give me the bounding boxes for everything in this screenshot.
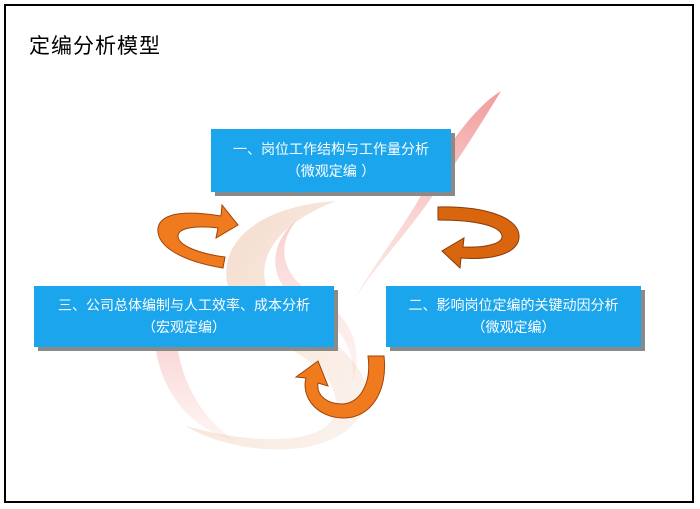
cycle-arrows bbox=[157, 203, 520, 419]
bottom-curved-arrow-icon bbox=[294, 355, 386, 419]
box-key-driver-subtitle: （微观定编） bbox=[471, 319, 556, 336]
box-key-driver-analysis: 二、影响岗位定编的关键动因分析 （微观定编） bbox=[386, 286, 641, 347]
slide-frame: 定编分析模型 一、岗位工作结构与工作量分析 （微观定编 ） 三、公司总体编制与人… bbox=[4, 4, 694, 503]
swirl-red-stroke bbox=[351, 91, 501, 306]
box-job-structure-subtitle: （微观定编 ） bbox=[286, 163, 376, 180]
page-title: 定编分析模型 bbox=[29, 34, 161, 58]
right-curved-arrow-icon bbox=[437, 206, 520, 270]
box-company-staffing-analysis: 三、公司总体编制与人工效率、成本分析 （宏观定编） bbox=[34, 286, 334, 347]
box-key-driver-title: 二、影响岗位定编的关键动因分析 bbox=[408, 297, 619, 314]
box-job-structure-title: 一、岗位工作结构与工作量分析 bbox=[233, 141, 429, 158]
box-company-staffing-subtitle: （宏观定编） bbox=[142, 319, 226, 336]
box-company-staffing-title: 三、公司总体编制与人工效率、成本分析 bbox=[58, 297, 310, 314]
box-job-structure-analysis: 一、岗位工作结构与工作量分析 （微观定编 ） bbox=[211, 129, 451, 192]
left-curved-arrow-icon bbox=[157, 203, 239, 269]
